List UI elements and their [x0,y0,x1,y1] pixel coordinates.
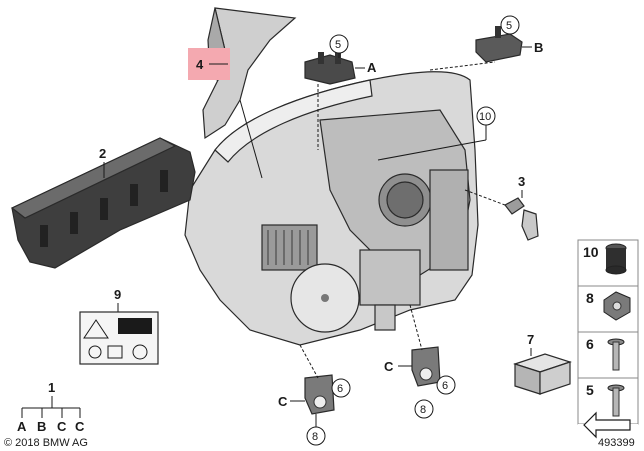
legend-5-number: 5 [586,382,594,398]
mounting-bracket-part[interactable] [10,137,196,269]
letter-b: B [534,40,543,55]
variant-c2: C [75,419,85,434]
mount-bracket-c-mid[interactable] [411,346,441,387]
callout-7: 7 [527,332,534,347]
callout-2: 2 [99,146,106,161]
variant-a: A [17,419,27,434]
callout-8-mid: 8 [420,404,426,416]
copyright-text: © 2018 BMW AG [4,437,88,449]
bulb-part[interactable] [504,197,539,241]
parts-legend: 10 8 6 5 [577,239,639,439]
warning-label-part[interactable] [79,311,159,365]
callout-1: 1 [48,380,55,395]
arrow-icon [583,411,631,439]
screw-icon [607,384,625,417]
letter-c-mid: C [384,359,394,374]
callout-3: 3 [518,174,525,189]
legend-10-number: 10 [583,244,599,260]
grommet-icon [605,243,627,275]
callout-9: 9 [114,287,121,302]
nut-icon [603,291,631,321]
letter-a: A [367,60,377,75]
legend-8-number: 8 [586,290,594,306]
callout-6-mid: 6 [442,380,448,392]
legend-6-number: 6 [586,336,594,352]
callout-5-top: 5 [335,39,341,51]
headlight-housing[interactable] [184,71,479,346]
callout-4: 4 [196,57,204,72]
letter-c-left: C [278,394,288,409]
variant-c1: C [57,419,67,434]
connector-a-part[interactable] [304,52,356,85]
mount-bracket-c-left[interactable] [304,374,335,415]
callout-8-left: 8 [312,431,318,443]
screw-icon [607,338,625,371]
callout-10: 10 [479,111,491,123]
callout-6-left: 6 [337,383,343,395]
callout-5-right: 5 [506,20,512,32]
repair-kit-box-part[interactable] [513,353,572,395]
diagram-id: 493399 [598,437,635,449]
variant-b: B [37,419,46,434]
